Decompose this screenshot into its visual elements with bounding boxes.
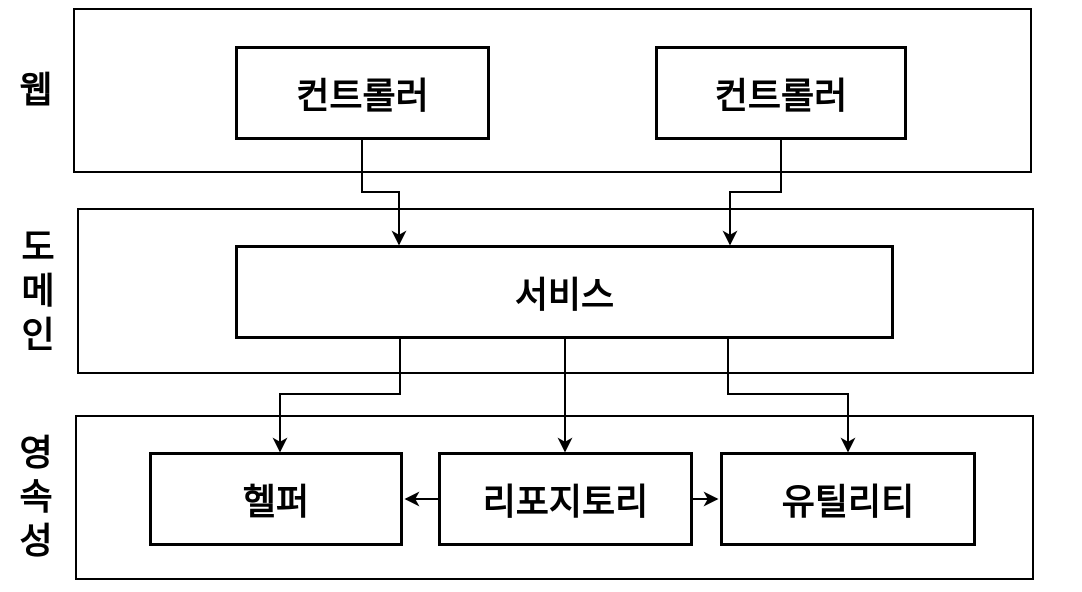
node-repository-label: 리포지토리 — [482, 481, 649, 522]
node-controller-2: 컨트롤러 — [655, 46, 907, 140]
node-service: 서비스 — [235, 245, 894, 339]
node-helper: 헬퍼 — [149, 452, 403, 546]
node-helper-label: 헬퍼 — [242, 481, 310, 522]
node-service-label: 서비스 — [514, 274, 615, 315]
node-controller-2-label: 컨트롤러 — [714, 75, 848, 116]
node-utility: 유틸리티 — [720, 452, 976, 546]
node-controller-1: 컨트롤러 — [235, 46, 490, 140]
node-repository: 리포지토리 — [438, 452, 693, 546]
layer-domain-label: 도메인 — [21, 226, 55, 355]
node-utility-label: 유틸리티 — [781, 481, 915, 522]
node-controller-1-label: 컨트롤러 — [296, 75, 429, 116]
layer-persistence-label: 영속성 — [19, 432, 53, 561]
layer-web-label: 웹 — [19, 69, 53, 110]
